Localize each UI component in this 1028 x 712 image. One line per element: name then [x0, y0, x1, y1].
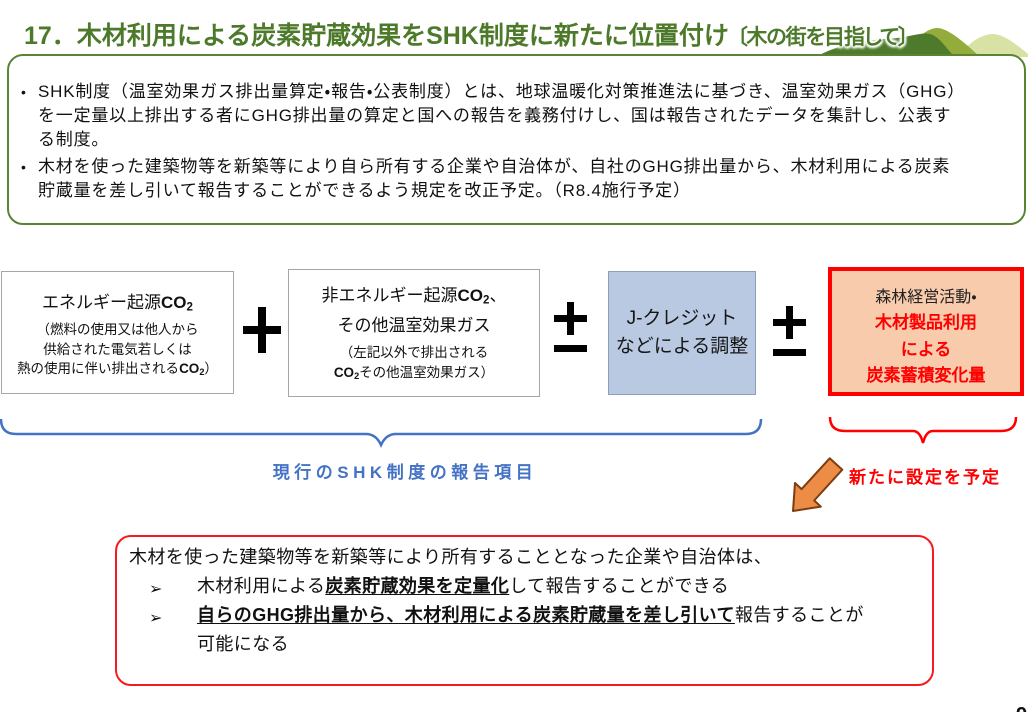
summary-bullet-1: • SHK制度（温室効果ガス排出量算定・報告・公表制度）とは、地球温暖化対策推進…	[21, 80, 1021, 152]
wood-box-line1: 森林経営活動・	[875, 289, 977, 306]
page-number: 9	[1016, 704, 1027, 712]
plus-horizontal-bar	[243, 326, 281, 334]
energy-co2-note: （燃料の使用又は他人から 供給された電気若しくは 熱の使用に伴い排出されるCO2…	[17, 322, 218, 378]
brace-new-path	[828, 416, 1018, 444]
plus-minus-icon	[773, 306, 806, 356]
arrow-down-left-shape	[792, 457, 844, 512]
new-item-label: 新たに設定を予定	[849, 468, 1001, 487]
plus-minus-bottom-bar	[554, 345, 587, 352]
plus-minus-bottom-bar	[773, 349, 806, 356]
arrow-down-left-icon	[792, 457, 844, 512]
wood-box-line4: 炭素蓄積変化量	[866, 366, 986, 385]
current-items-label: 現行のSHK制度の報告項目	[272, 463, 538, 482]
plus-minus-icon	[554, 302, 587, 352]
slide-title: 17．木材利用による炭素貯蔵効果をSHK制度に新たに位置付け〔木の街を目指して〕	[24, 16, 1014, 52]
slide-title-number: 17．	[24, 22, 77, 50]
slide-title-subtitle: 〔木の街を目指して〕	[736, 26, 909, 49]
formula-box-non-energy: 非エネルギー起源CO2、 その他温室効果ガス （左記以外で排出される CO2その…	[288, 269, 540, 397]
jcredit-text: J-クレジット などによる調整	[615, 308, 749, 357]
plus-icon	[243, 307, 281, 353]
mountains-decoration	[816, 28, 1028, 57]
slide-title-text: 木材利用による炭素貯蔵効果をSHK制度に新たに位置付け	[76, 22, 729, 50]
conclusion-intro: 木材を使った建築物等を新築等により所有することとなった企業や自治体は、	[129, 547, 773, 567]
wood-box-line2: 木材製品利用	[875, 313, 977, 332]
summary-box: • SHK制度（温室効果ガス排出量算定・報告・公表制度）とは、地球温暖化対策推進…	[7, 54, 1026, 225]
non-energy-note: （左記以外で排出される CO2その他温室効果ガス）	[333, 345, 495, 381]
summary-bullet-2: • 木材を使った建築物等を新築等により自ら所有する企業や自治体が、自社のGHG排…	[21, 155, 1021, 203]
conclusion-item-2-wrap: 可能になる	[197, 634, 289, 654]
brace-new-item	[828, 416, 1018, 444]
brace-current-items	[0, 418, 763, 449]
plus-minus-cross-bar	[554, 315, 587, 322]
energy-co2-heading: エネルギー起源CO2	[42, 293, 193, 314]
non-energy-heading: 非エネルギー起源CO2、 その他温室効果ガス	[321, 286, 507, 336]
formula-box-energy-co2: エネルギー起源CO2 （燃料の使用又は他人から 供給された電気若しくは 熱の使用…	[1, 271, 234, 394]
arrowhead-bullet-icon: ➢	[149, 610, 163, 627]
plus-minus-cross-bar	[773, 319, 806, 326]
conclusion-box: 木材を使った建築物等を新築等により所有することとなった企業や自治体は、 ➢ 木材…	[115, 535, 934, 686]
conclusion-item-2: 自らのGHG排出量から、木材利用による炭素貯蔵量を差し引いて報告することが	[197, 605, 864, 625]
summary-bullet-1-text: SHK制度（温室効果ガス排出量算定・報告・公表制度）とは、地球温暖化対策推進法に…	[38, 82, 966, 149]
mountain-dark	[816, 33, 955, 57]
bullet-dot-icon: •	[21, 84, 26, 100]
conclusion-item-1: 木材利用による炭素貯蔵効果を定量化して報告することができる	[197, 576, 730, 596]
wood-box-line3: による	[900, 339, 952, 359]
summary-bullet-2-text: 木材を使った建築物等を新築等により自ら所有する企業や自治体が、自社のGHG排出量…	[38, 157, 951, 200]
formula-box-jcredit: J-クレジット などによる調整	[608, 271, 756, 395]
bullet-dot-icon: •	[21, 159, 26, 175]
formula-box-wood-carbon: 森林経営活動・ 木材製品利用 による 炭素蓄積変化量	[828, 267, 1024, 396]
mountain-light	[957, 34, 1028, 57]
arrowhead-bullet-icon: ➢	[149, 581, 163, 598]
brace-current-path	[0, 418, 763, 449]
